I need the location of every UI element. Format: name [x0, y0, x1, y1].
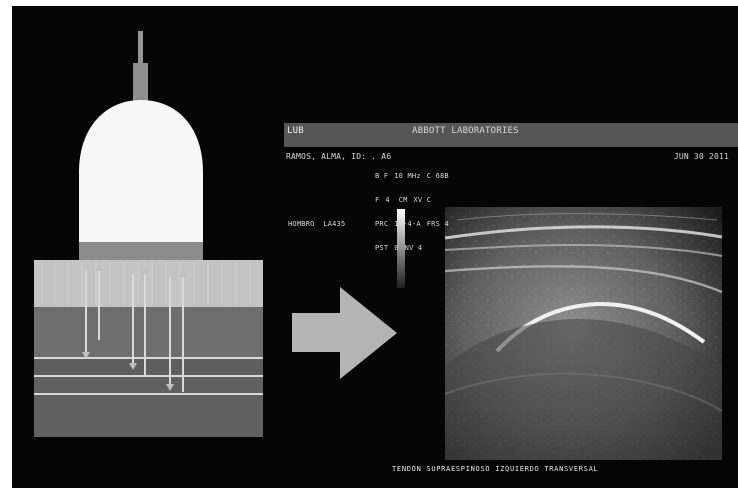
parameter-row: PST 0 NV 4 — [375, 244, 500, 252]
scan-site-label: HOMBRO LA435 — [288, 220, 345, 229]
ultrasound-illustration: LUB ABBOTT LABORATORIES RAMOS, ALMA, ID:… — [12, 6, 738, 488]
scan-parameters: B F 10 MHz C 68B F 4 CM XV C PRC 14-4-A … — [375, 156, 500, 268]
parameter-row: F 4 CM XV C — [375, 196, 500, 204]
image-caption: TENDON SUPRAESPINOSO IZQUIERDO TRANSVERS… — [392, 465, 598, 474]
date-label: JUN 30 2011 — [674, 152, 729, 161]
transducer-probe — [79, 31, 203, 260]
parameter-value: 4 CM — [385, 196, 407, 204]
parameter-extra: XV C — [414, 196, 432, 204]
right-arrow-icon — [292, 287, 397, 379]
parameter-value: 0 — [394, 244, 398, 252]
parameter-key: PRC — [375, 220, 388, 228]
parameter-value: 10 MHz — [394, 172, 421, 180]
brand-label: LUB — [287, 127, 304, 136]
parameter-key: F — [375, 196, 379, 204]
parameter-row: B F 10 MHz C 68B — [375, 172, 500, 180]
probe-body — [79, 100, 203, 242]
parameter-extra: NV 4 — [405, 244, 423, 252]
tissue-layer-middle — [34, 307, 263, 358]
tissue-model — [34, 260, 263, 437]
tissue-layer-deep — [34, 376, 263, 437]
parameter-key: B F — [375, 172, 388, 180]
company-label: ABBOTT LABORATORIES — [412, 127, 519, 136]
parameter-key: PST — [375, 244, 388, 252]
parameter-value: 14-4-A — [394, 220, 421, 228]
probe-cable — [138, 31, 143, 66]
parameter-extra: FRS 4 — [427, 220, 449, 228]
tissue-layer-inner — [34, 358, 263, 376]
parameter-extra: C 68B — [427, 172, 449, 180]
parameter-row: PRC 14-4-A FRS 4 — [375, 220, 500, 228]
probe-face — [79, 242, 203, 260]
